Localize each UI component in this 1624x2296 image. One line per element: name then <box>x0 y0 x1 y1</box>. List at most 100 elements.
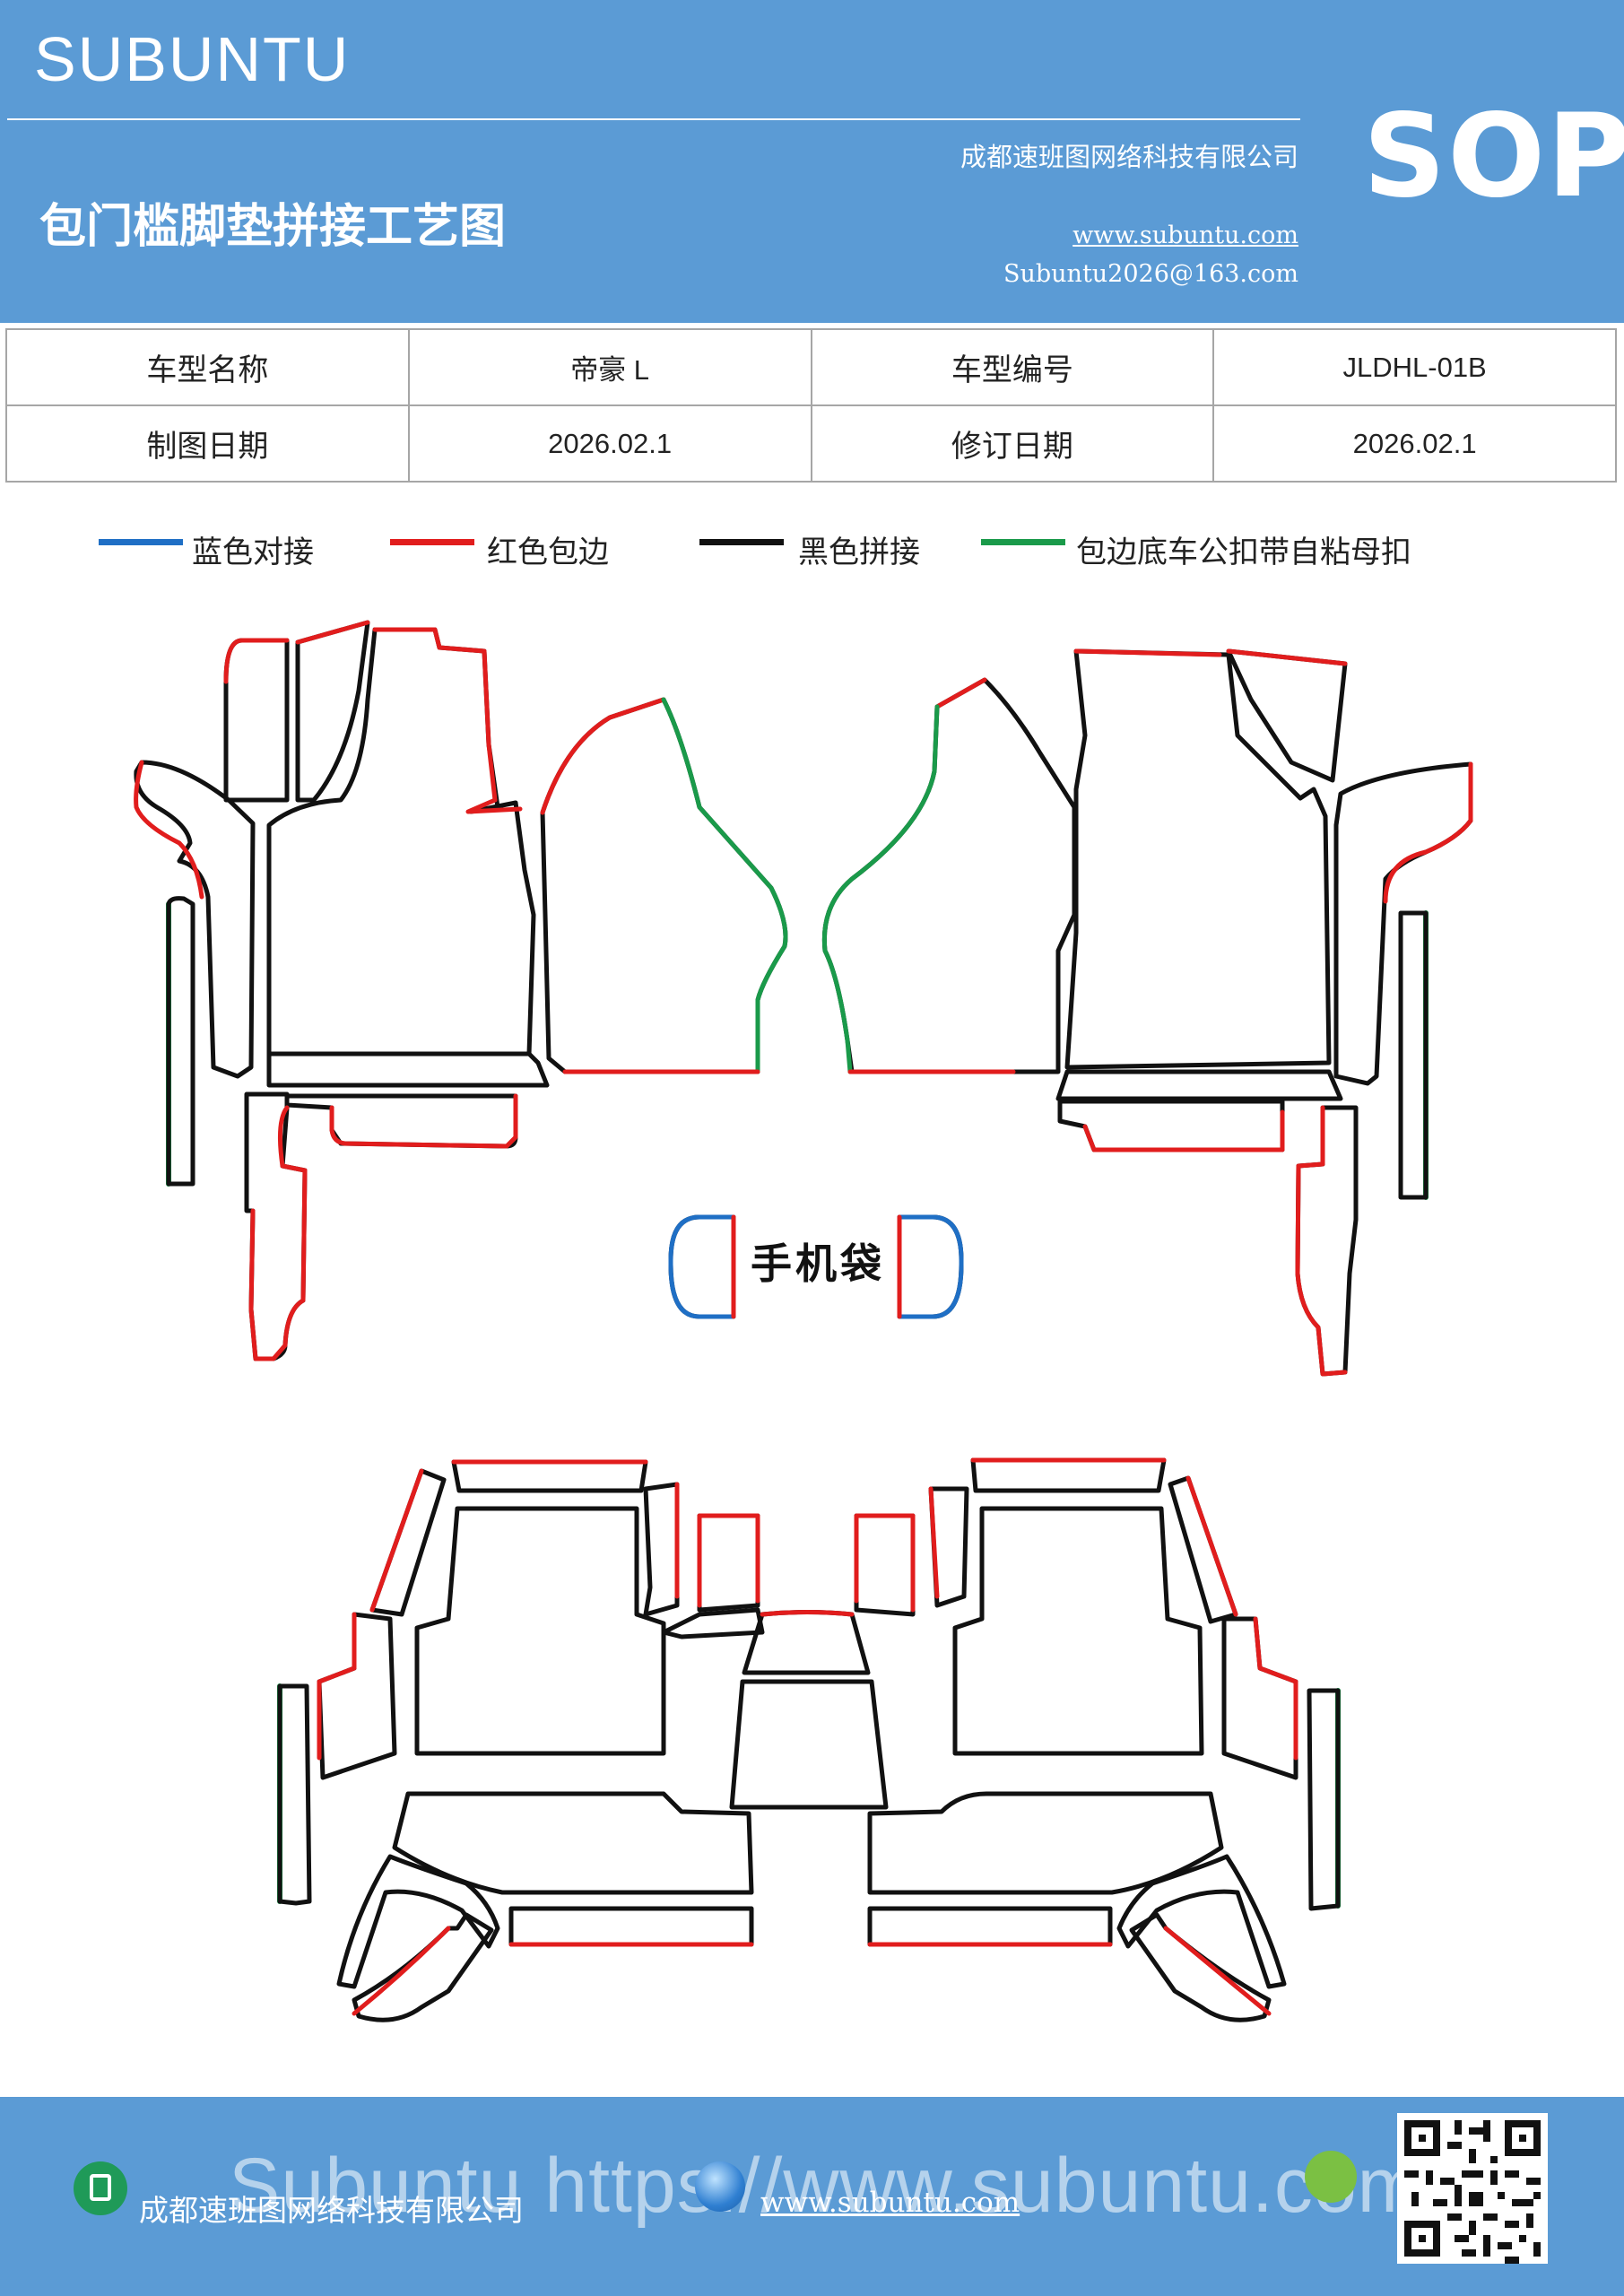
rear-left-mat-group <box>277 1459 765 2022</box>
building-icon <box>74 2161 127 2215</box>
mat-edge-red <box>352 1926 451 2016</box>
table-cell: 2026.02.1 <box>407 404 812 483</box>
mat-piece <box>284 1093 518 1149</box>
mat-piece <box>1116 1854 1287 1989</box>
mat-piece <box>1307 1688 1341 1911</box>
phone-pocket-right <box>897 1214 964 1319</box>
legend-swatch <box>699 539 784 545</box>
legend-label: 包边底车公扣带自粘母扣 <box>1076 535 1411 570</box>
mat-piece <box>1398 910 1429 1200</box>
mat-edge-green <box>821 704 940 1074</box>
legend-label: 黑色拼接 <box>798 535 920 570</box>
mat-piece <box>1064 648 1332 1070</box>
mat-piece <box>295 620 370 803</box>
mat-edge-blue <box>897 1214 964 1319</box>
table-row: 车型名称 帝豪 L 车型编号 JLDHL-01B <box>5 328 1617 406</box>
mat-edge-red <box>372 627 523 814</box>
mat-piece <box>336 1854 500 1989</box>
legend-swatch <box>981 539 1065 545</box>
mat-piece <box>1333 761 1473 1086</box>
mat-piece <box>223 638 290 803</box>
mat-piece <box>392 1791 754 1895</box>
legend-label: 蓝色对接 <box>192 535 314 570</box>
doc-type-label: SOP <box>1363 90 1624 223</box>
legend-label: 红色包边 <box>487 535 609 570</box>
mat-edge-red <box>295 620 370 645</box>
mat-edge-red <box>540 697 666 815</box>
mat-edge-red <box>329 1093 518 1149</box>
mat-edge-red <box>1253 1616 1298 1761</box>
mat-edge-red <box>223 638 290 684</box>
wechat-icon <box>1305 2151 1357 2203</box>
mat-edge-red <box>134 760 204 900</box>
header-website-link[interactable]: www.subuntu.com <box>1073 222 1298 249</box>
mat-edge-red <box>1226 648 1348 666</box>
table-cell: 车型名称 <box>5 328 410 406</box>
header-divider <box>7 118 1300 120</box>
front-left-mat-group <box>134 620 788 1361</box>
mat-edge-red <box>854 1513 916 1613</box>
mat-piece <box>134 760 256 1079</box>
mat-piece <box>854 1513 916 1617</box>
mat-edge-red <box>1185 1475 1238 1617</box>
mat-piece <box>952 1506 1204 1756</box>
mat-piece <box>1221 1616 1298 1780</box>
mat-piece <box>414 1506 666 1756</box>
mat-edge-red <box>1295 1105 1348 1377</box>
table-cell: JLDHL-01B <box>1212 328 1617 406</box>
mat-piece <box>451 1459 648 1493</box>
mat-piece <box>1055 1069 1343 1101</box>
mat-piece <box>166 896 195 1187</box>
mat-edge-red <box>934 677 987 709</box>
qr-code-icon <box>1397 2113 1548 2264</box>
center-tunnel-group <box>729 1610 889 1810</box>
mat-piece <box>1226 648 1348 783</box>
mat-piece <box>266 1051 550 1088</box>
mat-piece <box>821 677 1077 1074</box>
brand-logo: SUBUNTU <box>34 24 351 94</box>
mat-edge-red <box>697 1513 760 1608</box>
mat-piece <box>1168 1475 1238 1624</box>
legend-swatch <box>99 539 183 545</box>
front-right-mat-group <box>821 648 1473 1377</box>
legend-swatch <box>390 539 474 545</box>
header-email: Subuntu2026@163.com <box>1003 260 1298 288</box>
mat-edge-red <box>1082 1109 1285 1152</box>
mat-edge-red <box>369 1468 424 1613</box>
mat-piece <box>697 1513 760 1613</box>
mat-piece <box>970 1457 1167 1493</box>
mat-piece <box>742 1610 871 1675</box>
mat-piece <box>1295 1105 1359 1377</box>
mat-piece <box>508 1906 754 1947</box>
footer-banner: Subuntu https://www.subuntu.com 成都速班图网络科… <box>0 2097 1624 2296</box>
mat-piece <box>244 1091 308 1361</box>
table-cell: 修订日期 <box>810 404 1215 483</box>
footer-website-link[interactable]: www.subuntu.com <box>760 2187 1020 2219</box>
mat-piece <box>266 627 536 1057</box>
mat-piece <box>729 1679 889 1810</box>
mat-piece <box>867 1791 1224 1895</box>
header-company: 成都速班图网络科技有限公司 <box>960 142 1298 172</box>
table-cell: 车型编号 <box>810 328 1215 406</box>
footer-company: 成都速班图网络科技有限公司 <box>139 2193 524 2228</box>
table-cell: 2026.02.1 <box>1212 404 1617 483</box>
rear-right-mat-group <box>854 1457 1341 2022</box>
mat-piece <box>661 1607 765 1639</box>
mat-edge-red <box>317 1612 357 1761</box>
line-legend: 蓝色对接 红色包边 黑色拼接 包边底车公扣带自粘母扣 <box>0 527 1624 572</box>
phone-pocket-label: 手机袋 <box>751 1239 885 1288</box>
globe-icon <box>695 2161 745 2212</box>
phone-pocket-group: 手机袋 <box>668 1214 964 1319</box>
table-cell: 帝豪 L <box>407 328 812 406</box>
mat-piece <box>540 697 788 1074</box>
header-banner: SUBUNTU 包门槛脚垫拼接工艺图 成都速班图网络科技有限公司 www.sub… <box>0 0 1624 323</box>
floor-mat-drawing: 手机袋 <box>134 620 1473 2022</box>
mat-piece <box>369 1468 447 1617</box>
mat-piece <box>317 1612 397 1780</box>
mat-edge-red <box>1073 648 1222 657</box>
mat-edge-green <box>661 697 788 1074</box>
mat-edge-red <box>760 1610 855 1617</box>
mat-piece <box>277 1683 312 1906</box>
mat-edge-red <box>248 1105 308 1361</box>
footer-watermark: Subuntu https://www.subuntu.com <box>229 2143 1423 2229</box>
